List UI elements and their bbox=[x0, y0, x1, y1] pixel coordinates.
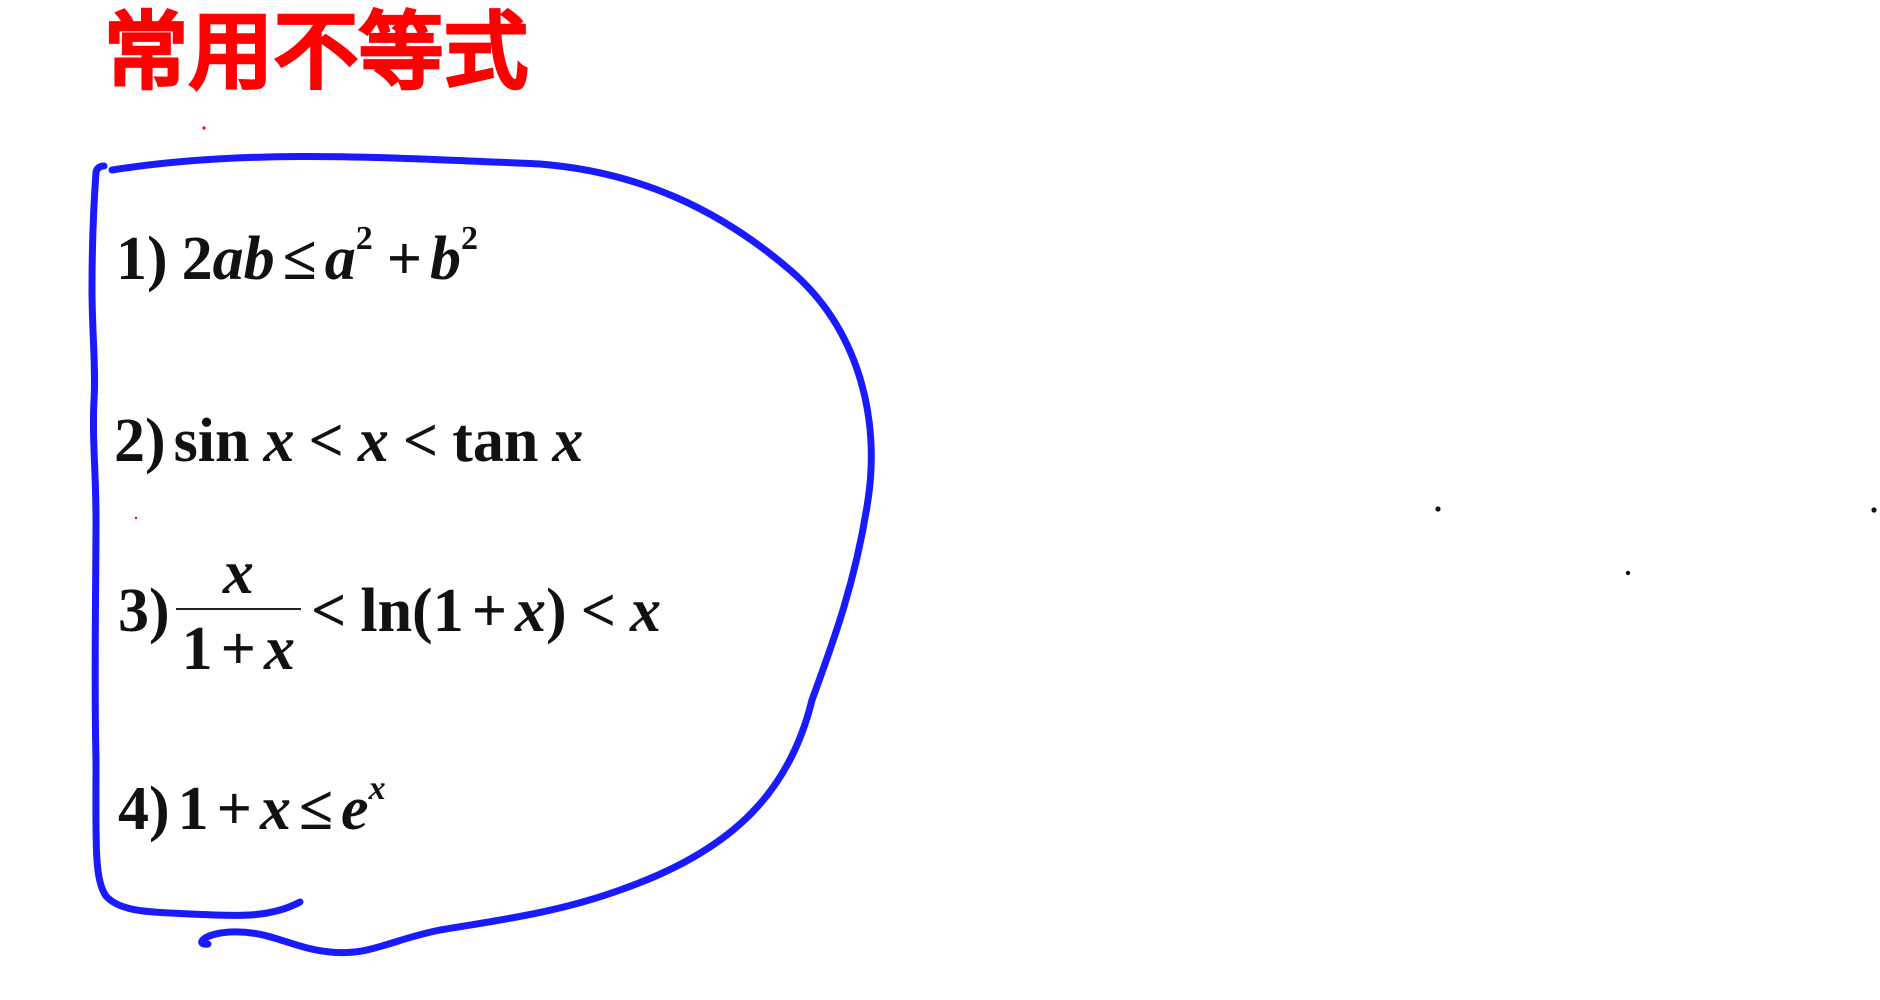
operator: ≤ bbox=[282, 225, 317, 293]
formula-label: 1) bbox=[116, 225, 168, 293]
operator: < bbox=[580, 577, 617, 646]
variable: x bbox=[260, 775, 291, 843]
operator: < bbox=[402, 407, 439, 475]
variable: a bbox=[324, 225, 356, 293]
page-title: 常用不等式 bbox=[103, 3, 530, 101]
ink-dot bbox=[202, 126, 206, 130]
variable: e bbox=[341, 775, 369, 843]
variable: x bbox=[357, 407, 389, 475]
operator: < bbox=[308, 407, 344, 475]
exponent: x bbox=[368, 770, 386, 807]
paren: ) bbox=[546, 577, 567, 646]
operator: < bbox=[311, 577, 347, 646]
formula-1: 1)2ab≤a2+b2 bbox=[116, 222, 478, 293]
fraction-denominator: 1+x bbox=[181, 615, 295, 683]
operator: + bbox=[216, 775, 252, 843]
operator: ≤ bbox=[299, 775, 334, 843]
fraction-numerator: x bbox=[175, 542, 301, 610]
formula-label: 3) bbox=[118, 577, 170, 646]
ink-dot bbox=[1871, 507, 1877, 513]
coefficient: 2 bbox=[181, 225, 213, 293]
ink-dot bbox=[1625, 570, 1631, 576]
function-name: tan bbox=[452, 407, 539, 475]
formula-4: 4)1+x≤ex bbox=[118, 772, 386, 843]
bracket-stroke bbox=[88, 153, 875, 957]
ink-dot bbox=[134, 516, 138, 520]
operator: + bbox=[386, 225, 423, 293]
variable: x bbox=[263, 407, 295, 475]
operator: + bbox=[471, 577, 508, 646]
variable: b bbox=[430, 225, 462, 293]
formula-label: 4) bbox=[118, 775, 170, 843]
exponent: 2 bbox=[461, 220, 479, 257]
function-name: sin bbox=[173, 407, 250, 475]
variable: x bbox=[630, 577, 662, 646]
variable: x bbox=[515, 577, 547, 646]
exponent: 2 bbox=[355, 220, 373, 257]
variable: x bbox=[552, 407, 584, 475]
ink-dot bbox=[1435, 506, 1441, 512]
variable: ab bbox=[212, 225, 275, 293]
formula-label: 2) bbox=[114, 407, 166, 475]
function-name: ln(1 bbox=[360, 577, 464, 646]
constant: 1 bbox=[177, 775, 209, 843]
